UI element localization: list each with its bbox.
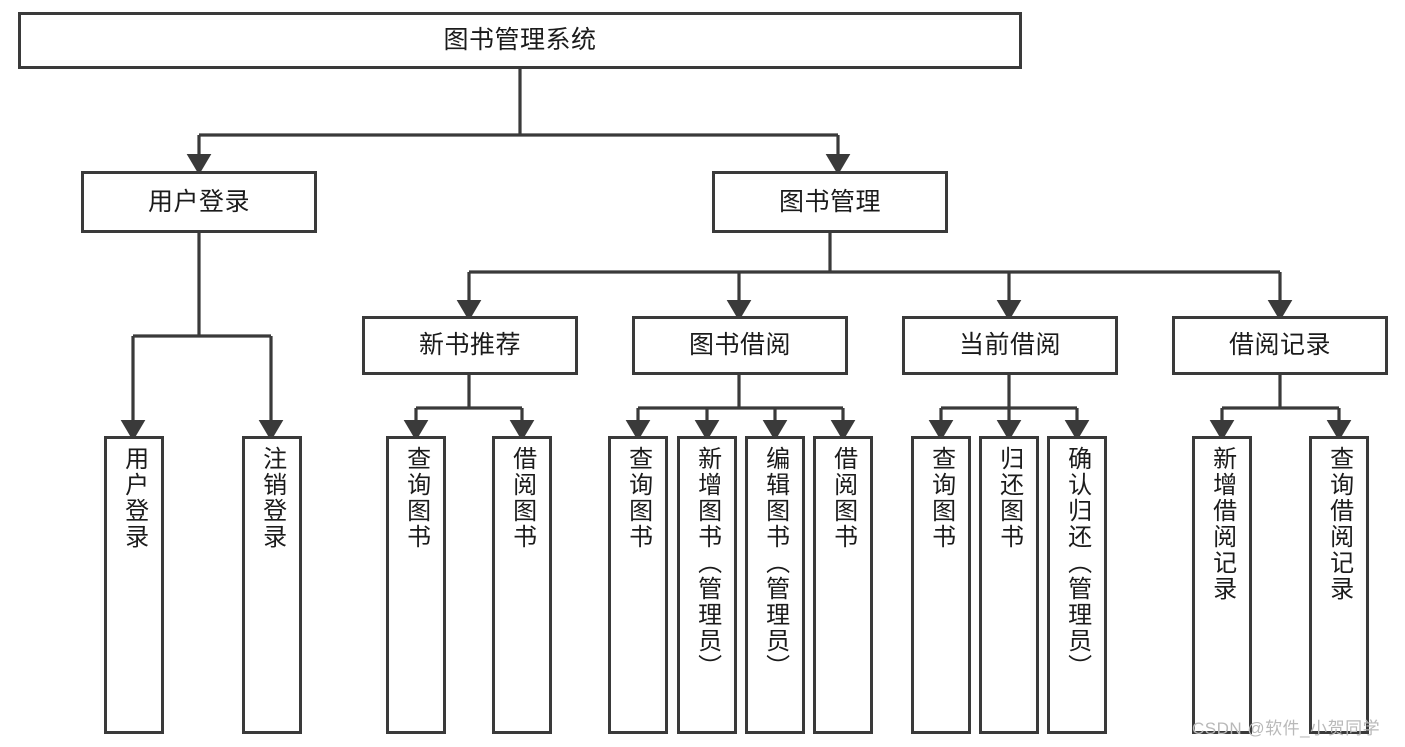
node-leaf-book-borrow-add[interactable]: 新增图书（管理员） bbox=[677, 436, 737, 734]
node-leaf-current-borrow-confirm-label: 确认归还（管理员） bbox=[1063, 446, 1091, 680]
node-user-login[interactable]: 用户登录 bbox=[81, 171, 317, 233]
node-new-book-recommend[interactable]: 新书推荐 bbox=[362, 316, 578, 375]
node-leaf-current-borrow-confirm[interactable]: 确认归还（管理员） bbox=[1047, 436, 1107, 734]
node-leaf-current-borrow-return-label: 归还图书 bbox=[995, 446, 1023, 550]
node-book-borrow-label: 图书借阅 bbox=[688, 331, 791, 360]
node-leaf-book-borrow-query[interactable]: 查询图书 bbox=[608, 436, 668, 734]
node-leaf-borrow-records-add-label: 新增借阅记录 bbox=[1208, 446, 1236, 602]
node-leaf-new-book-borrow-label: 借阅图书 bbox=[508, 446, 536, 550]
node-leaf-book-borrow-borrow-label: 借阅图书 bbox=[829, 446, 857, 550]
node-root-system[interactable]: 图书管理系统 bbox=[18, 12, 1022, 69]
csdn-watermark: CSDN @软件_小贺同学 bbox=[1192, 719, 1381, 738]
node-leaf-book-borrow-add-label: 新增图书（管理员） bbox=[693, 446, 721, 680]
node-leaf-current-borrow-query[interactable]: 查询图书 bbox=[911, 436, 971, 734]
node-leaf-new-book-query-label: 查询图书 bbox=[402, 446, 430, 550]
node-current-borrow[interactable]: 当前借阅 bbox=[902, 316, 1118, 375]
node-leaf-book-borrow-borrow[interactable]: 借阅图书 bbox=[813, 436, 873, 734]
node-borrow-records[interactable]: 借阅记录 bbox=[1172, 316, 1388, 375]
node-leaf-book-borrow-query-label: 查询图书 bbox=[624, 446, 652, 550]
node-new-book-recommend-label: 新书推荐 bbox=[418, 331, 521, 360]
node-user-login-label: 用户登录 bbox=[147, 187, 250, 216]
node-leaf-user-login-login[interactable]: 用户登录 bbox=[104, 436, 164, 734]
node-leaf-borrow-records-add[interactable]: 新增借阅记录 bbox=[1192, 436, 1252, 734]
node-root-system-label: 图书管理系统 bbox=[443, 26, 597, 55]
node-leaf-borrow-records-query-label: 查询借阅记录 bbox=[1325, 446, 1353, 602]
node-book-management[interactable]: 图书管理 bbox=[712, 171, 948, 233]
node-leaf-new-book-borrow[interactable]: 借阅图书 bbox=[492, 436, 552, 734]
node-leaf-book-borrow-edit[interactable]: 编辑图书（管理员） bbox=[745, 436, 805, 734]
node-book-borrow[interactable]: 图书借阅 bbox=[632, 316, 848, 375]
node-leaf-borrow-records-query[interactable]: 查询借阅记录 bbox=[1309, 436, 1369, 734]
node-leaf-current-borrow-return[interactable]: 归还图书 bbox=[979, 436, 1039, 734]
node-borrow-records-label: 借阅记录 bbox=[1228, 331, 1331, 360]
node-leaf-user-login-logout[interactable]: 注销登录 bbox=[242, 436, 302, 734]
node-current-borrow-label: 当前借阅 bbox=[958, 331, 1061, 360]
node-leaf-new-book-query[interactable]: 查询图书 bbox=[386, 436, 446, 734]
node-leaf-book-borrow-edit-label: 编辑图书（管理员） bbox=[761, 446, 789, 680]
node-book-management-label: 图书管理 bbox=[778, 187, 881, 216]
node-leaf-user-login-logout-label: 注销登录 bbox=[258, 446, 286, 550]
node-leaf-user-login-login-label: 用户登录 bbox=[120, 446, 148, 550]
node-leaf-current-borrow-query-label: 查询图书 bbox=[927, 446, 955, 550]
